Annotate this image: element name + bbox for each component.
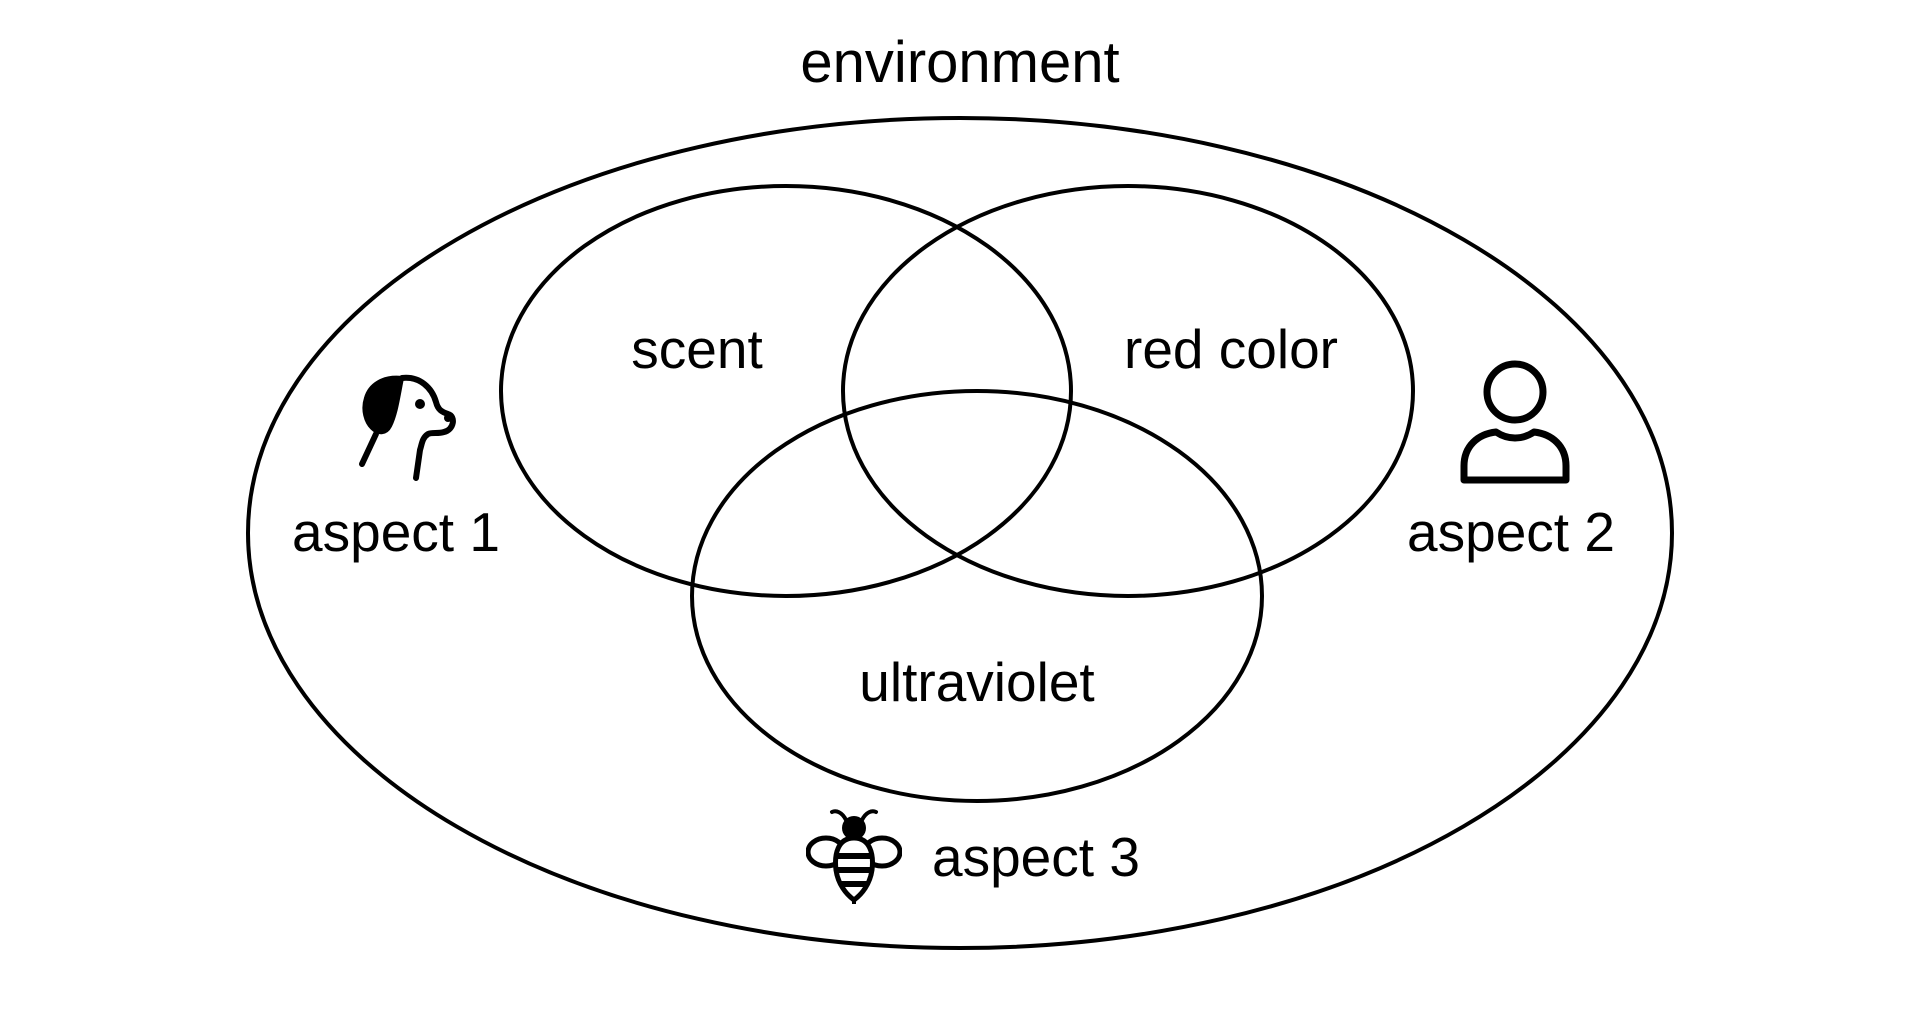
ultraviolet-label: ultraviolet (859, 651, 1095, 713)
person-icon (1460, 360, 1570, 484)
bee-icon (806, 809, 902, 904)
environment-ellipse (246, 116, 1674, 950)
scent-label: scent (631, 318, 763, 380)
red-color-ellipse (841, 184, 1415, 598)
environment-label: environment (800, 30, 1120, 95)
dog-icon (359, 374, 456, 481)
aspect-2-label: aspect 2 (1407, 501, 1615, 563)
ultraviolet-ellipse (690, 389, 1264, 803)
scent-ellipse (499, 184, 1073, 598)
aspect-1-label: aspect 1 (292, 501, 500, 563)
aspect-3-label: aspect 3 (932, 826, 1140, 888)
red-color-label: red color (1124, 318, 1338, 380)
